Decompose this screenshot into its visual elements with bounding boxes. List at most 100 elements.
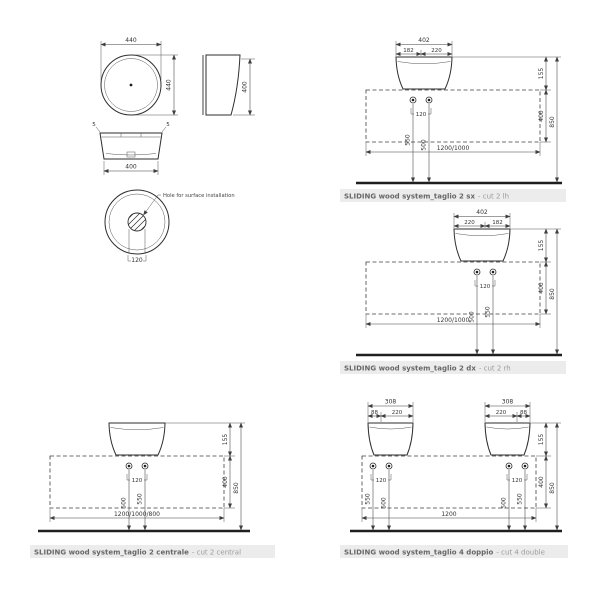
water-supply-points: [409, 96, 433, 104]
dim-label-width: 1200/1000: [437, 145, 470, 152]
washbasin: [453, 228, 511, 262]
caption-cut2-sx: SLIDING wood system_taglio 2 sx- cut 2 l…: [340, 189, 566, 202]
counter-outline: [361, 455, 537, 509]
dim-label-tap-pitch: 120: [416, 112, 427, 118]
dim-label-pipe-right-a: 500: [501, 497, 508, 509]
caption-text: SLIDING wood system_taglio 2 centrale- c…: [34, 549, 241, 557]
dim-label-total-height: 850: [549, 288, 556, 300]
dim-top-diameter: 440: [100, 37, 162, 80]
washbasin-right-rim: [486, 426, 529, 430]
caption-cut4-doppio: SLIDING wood system_taglio 4 doppio- cut…: [340, 545, 568, 558]
dim-front-width: 400: [103, 161, 159, 175]
dim-label-cabinet-height: 400: [538, 282, 545, 294]
dim-label-pipe-b: 550: [485, 306, 492, 318]
dim-label-cabinet-height: 400: [538, 476, 545, 488]
dim-label-total: 402: [418, 37, 430, 44]
basin-front-view: [99, 132, 163, 160]
dim-label-pipe-b: 550: [137, 493, 144, 505]
dim-label-pipe-a: 500: [469, 311, 476, 323]
dim-label-width: 1200: [441, 511, 456, 518]
dim-label-sub-a: 220: [464, 220, 475, 226]
water-supply-points-right: [505, 462, 529, 470]
dim-side-height: 400: [233, 58, 255, 116]
dim-label-rim-left: 5: [92, 122, 96, 128]
water-supply-points-left: [369, 462, 393, 470]
dim-pipe-heights: 500 550: [469, 276, 495, 355]
dim-label-tap-pitch: 120: [132, 478, 143, 484]
water-supply-points: [473, 268, 497, 276]
dim-basin-splits: 182 220: [395, 48, 453, 56]
dim-hole-pitch: 120: [127, 229, 147, 264]
dim-label-sub-right-a: 220: [496, 410, 507, 416]
dim-label-pipe-a: 500: [121, 497, 128, 509]
basin-side-view: [202, 54, 241, 116]
dim-label-total-left: 308: [385, 399, 397, 406]
dim-pipe-heights: 550 500: [405, 104, 431, 183]
caption-bold: SLIDING wood system_taglio 4 doppio: [344, 549, 494, 557]
dim-counter-width: 1200: [361, 508, 537, 522]
caption-text: SLIDING wood system_taglio 4 doppio- cut…: [344, 549, 545, 557]
dim-label-tap-pitch-right: 120: [512, 478, 523, 484]
dim-basin-splits: 220 182: [453, 220, 511, 228]
caption-cut2-centrale: SLIDING wood system_taglio 2 centrale- c…: [30, 545, 275, 558]
washbasin-left: [367, 422, 414, 456]
dim-tap-pitch: 120: [126, 474, 148, 484]
dim-label-sub-right-b: 88: [520, 410, 527, 416]
dim-label-basin-height: 155: [222, 434, 229, 446]
dim-label-width: 1200/1000: [437, 317, 470, 324]
dim-label-total-height: 850: [549, 482, 556, 494]
dim-tap-pitch: 120: [410, 108, 432, 118]
dim-pipe-heights-left: 550 500: [365, 470, 391, 531]
dim-label-hole-pitch: 120: [131, 257, 143, 264]
dim-tap-pitch-right: 120: [506, 474, 528, 484]
panel-cut2-dx: 402 220 182 120 500 550: [340, 209, 566, 374]
dim-counter-width: 1200/1000: [365, 314, 541, 328]
caption-light: - cut 2 lh: [478, 193, 509, 201]
dim-basin-width-left: 308 88 220: [367, 399, 414, 422]
dim-label-total-right: 308: [502, 399, 514, 406]
basin-top-view: [100, 54, 162, 116]
caption-light: - cut 2 rh: [479, 365, 511, 373]
washbasin-rim: [110, 427, 164, 430]
dim-right-heights: 155 400 850: [510, 228, 561, 355]
counter-outline: [49, 455, 225, 509]
dim-label-pipe-left-b: 500: [381, 497, 388, 509]
dim-label-sub-left-a: 88: [371, 410, 378, 416]
dim-label-basin-height: 155: [538, 434, 545, 446]
dim-label-sub-b: 182: [492, 220, 503, 226]
dim-tap-pitch: 120: [474, 280, 496, 290]
counter-outline: [365, 261, 541, 315]
dim-label-basin-height: 155: [538, 240, 545, 252]
dim-right-heights: 155 400 850: [165, 422, 245, 531]
washbasin: [108, 422, 166, 456]
dim-label-pipe-b: 500: [421, 139, 428, 151]
dim-label-pipe-right-b: 550: [517, 493, 524, 505]
dim-label-sub-b: 220: [431, 48, 442, 54]
caption-light: - cut 4 double: [496, 549, 545, 557]
caption-text: SLIDING wood system_taglio 2 sx- cut 2 l…: [344, 193, 509, 201]
caption-bold: SLIDING wood system_taglio 2 centrale: [34, 549, 189, 557]
caption-light: - cut 2 central: [192, 549, 241, 557]
counter-outline: [365, 89, 541, 143]
water-supply-points: [125, 462, 149, 470]
hole-note-label: Hole for surface installation: [163, 193, 235, 199]
panel-cut2-sx: 402 182 220 120 550 500: [340, 37, 566, 202]
dim-label-total-height: 850: [549, 116, 556, 128]
caption-bold: SLIDING wood system_taglio 2 sx: [344, 193, 475, 201]
dim-right-heights: 155 400 850: [452, 56, 561, 183]
dim-label-basin-height: 155: [538, 68, 545, 80]
washbasin-rim: [455, 233, 509, 236]
panel-cut4-doppio: 308 88 220 308 220 88: [340, 399, 568, 558]
dim-counter-width: 1200/1000/800: [49, 508, 225, 522]
dim-label-pipe-a: 550: [405, 134, 412, 146]
hole-detail-view: [104, 189, 170, 255]
dim-pipe-heights-right: 500 550: [501, 470, 527, 531]
dim-counter-width: 1200/1000: [365, 142, 541, 156]
dim-label-top-depth: 440: [166, 79, 173, 91]
dim-right-heights: 155 400 850: [530, 422, 561, 531]
dim-basin-width-right: 308 220 88: [484, 399, 531, 422]
washbasin-rim: [397, 61, 451, 64]
washbasin-right: [484, 422, 531, 456]
caption-bold: SLIDING wood system_taglio 2 dx: [344, 365, 476, 373]
